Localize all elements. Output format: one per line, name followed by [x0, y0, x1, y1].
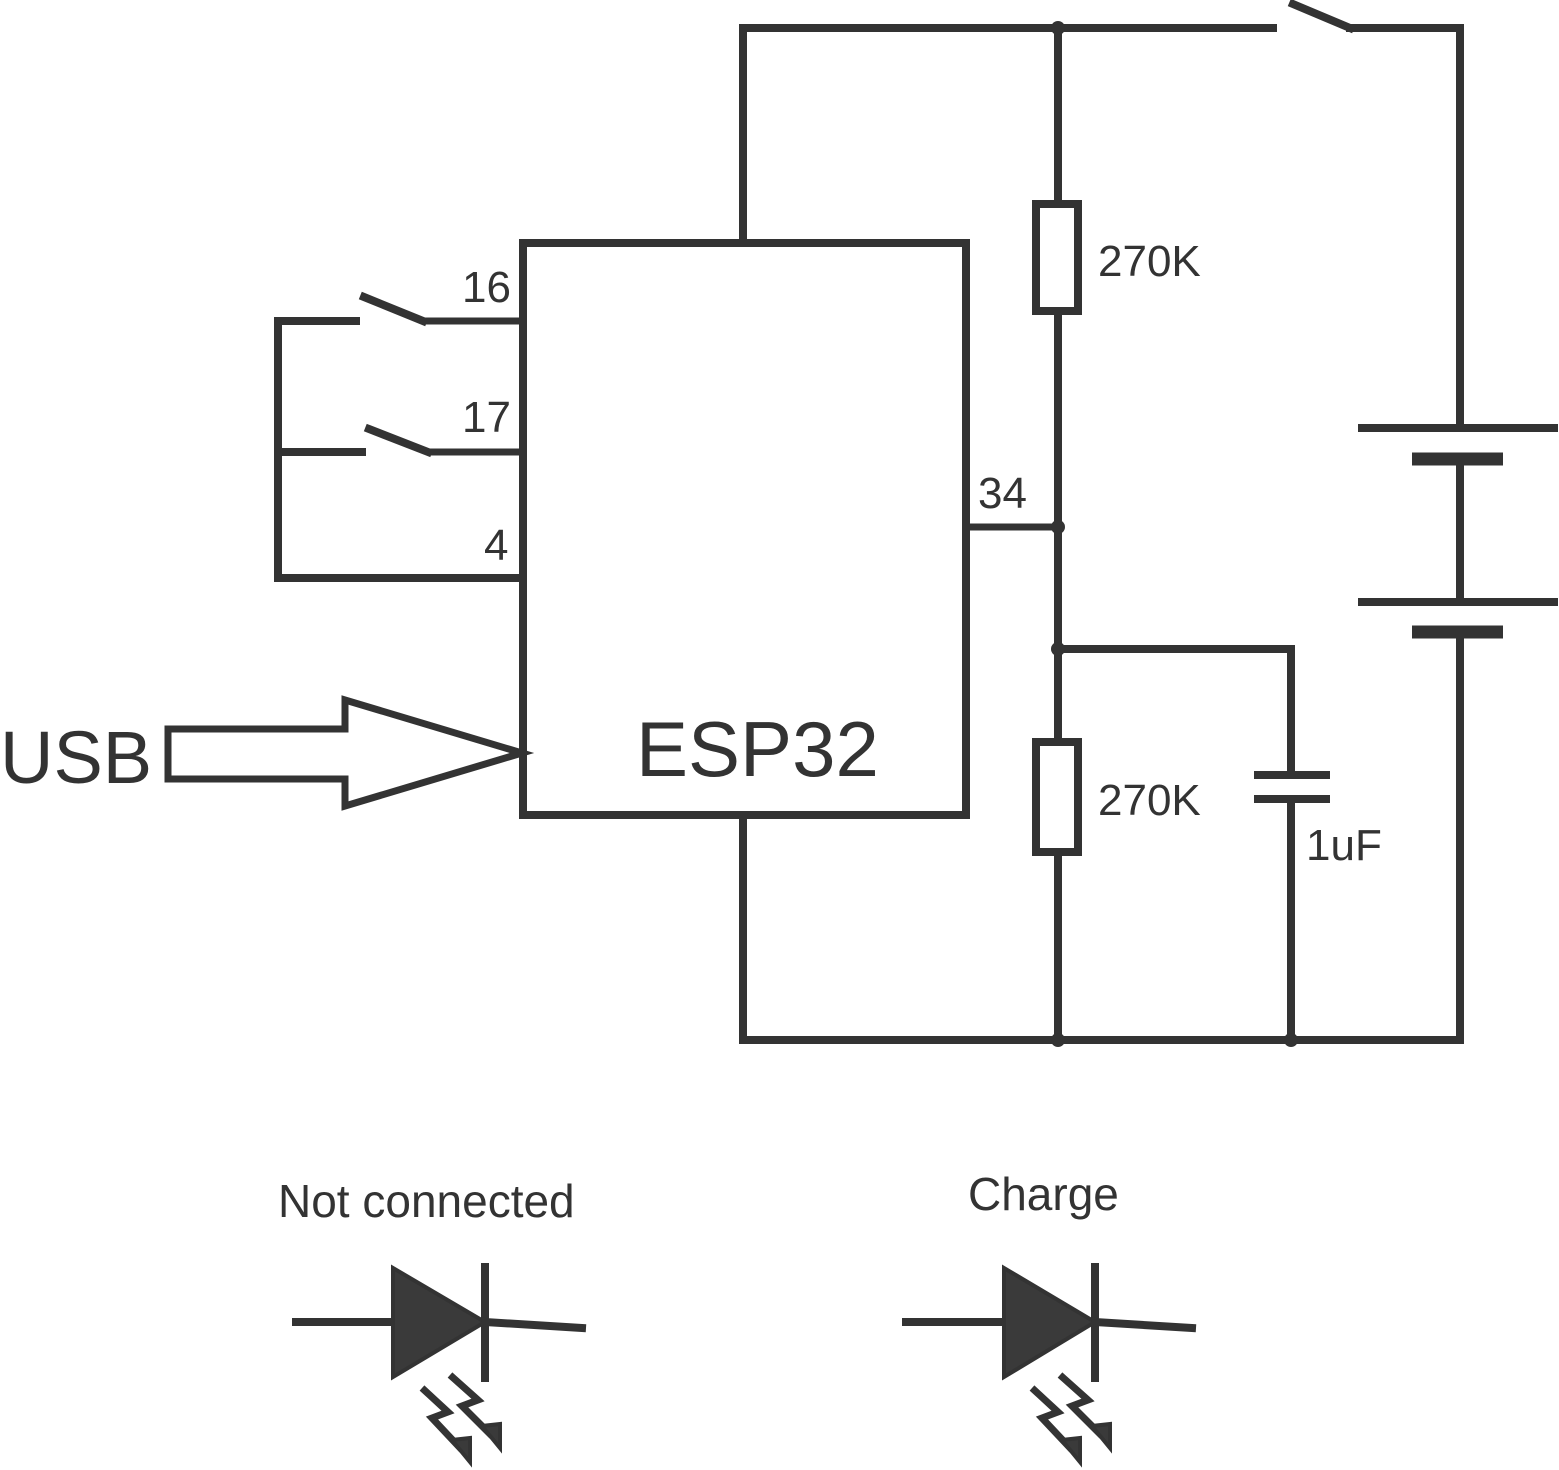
led-charge-caption: Charge	[968, 1168, 1119, 1220]
resistor-bottom-value: 270K	[1098, 776, 1201, 825]
pin-17-label: 17	[462, 393, 511, 442]
battery-positive-wire	[1346, 24, 1464, 432]
resistor-top-value: 270K	[1098, 237, 1201, 286]
ground-wire	[739, 811, 1464, 1044]
top-supply-wire	[739, 24, 1277, 247]
junction-ground-capacitor	[1284, 1033, 1298, 1047]
junction-top	[1051, 21, 1065, 35]
switch-16-icon	[358, 291, 429, 327]
switch-17-icon	[363, 423, 434, 458]
capacitor-value: 1uF	[1306, 821, 1382, 870]
main-switch-icon	[1287, 0, 1356, 34]
junction-ground-divider	[1051, 1033, 1065, 1047]
pin-34-label: 34	[978, 469, 1027, 518]
usb-label: USB	[0, 716, 152, 799]
led-not-connected-icon	[292, 1263, 587, 1468]
junction-pin34	[1051, 520, 1065, 534]
pin-16-label: 16	[462, 263, 511, 312]
esp32-label: ESP32	[636, 705, 879, 793]
junction-capacitor	[1051, 642, 1065, 656]
pin-4-label: 4	[484, 521, 508, 570]
usb-arrow-icon	[164, 695, 535, 811]
resistor-bottom-icon	[1032, 738, 1082, 856]
led-not-connected-caption: Not connected	[278, 1175, 575, 1227]
resistor-top-icon	[1032, 200, 1082, 315]
led-charge-icon	[902, 1263, 1197, 1468]
capacitor-top-wire	[1054, 645, 1295, 779]
